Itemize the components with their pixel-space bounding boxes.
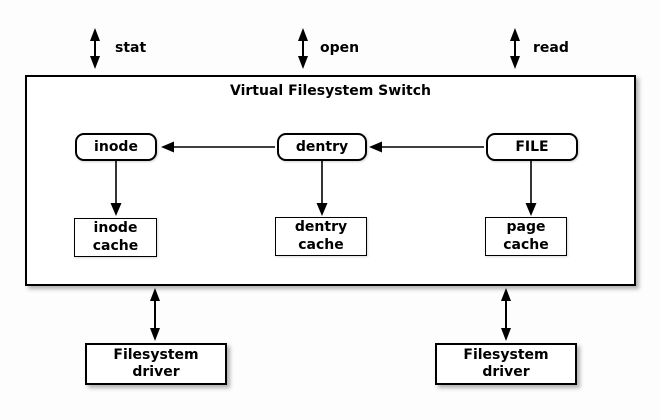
page-cache-box: page cache [485, 217, 567, 256]
vfs-title: Virtual Filesystem Switch [230, 83, 431, 99]
inode-to-cache-arrow [110, 161, 122, 216]
right-driver-line2: driver [482, 364, 530, 380]
syscall-label-stat: stat [115, 40, 147, 56]
inode-cache-box: inode cache [74, 218, 157, 257]
inode-cache-line1: inode [93, 220, 138, 237]
left-driver-line2: driver [132, 364, 180, 380]
inode-cache-line2: cache [92, 237, 139, 254]
syscall-label-read: read [533, 40, 569, 56]
file-node: FILE [486, 133, 578, 161]
filesystem-driver-box-right: Filesystem driver [435, 343, 577, 385]
dentry-node-label: dentry [295, 139, 349, 155]
file-to-dentry-arrow [369, 141, 484, 153]
open-syscall-arrow [298, 28, 308, 69]
dentry-to-cache-arrow [316, 161, 328, 216]
syscall-label-open: open [320, 40, 360, 56]
vfs-to-left-driver-arrow [150, 288, 160, 341]
inode-node: inode [75, 133, 157, 161]
vfs-to-right-driver-arrow [501, 288, 511, 341]
left-driver-line1: Filesystem [113, 346, 199, 363]
dentry-node: dentry [277, 133, 367, 161]
right-driver-line1: Filesystem [463, 346, 549, 363]
stat-syscall-arrow [90, 28, 100, 69]
read-syscall-arrow [510, 28, 520, 69]
dentry-cache-line1: dentry [294, 219, 348, 236]
dentry-cache-box: dentry cache [275, 217, 367, 256]
filesystem-driver-box-left: Filesystem driver [85, 343, 227, 385]
file-node-label: FILE [515, 139, 549, 155]
dentry-cache-line2: cache [298, 236, 344, 253]
file-to-page-cache-arrow [525, 161, 537, 216]
inode-node-label: inode [94, 139, 138, 155]
page-cache-line1: page [506, 219, 546, 236]
page-cache-line2: cache [503, 236, 549, 253]
dentry-to-inode-arrow [161, 141, 275, 153]
